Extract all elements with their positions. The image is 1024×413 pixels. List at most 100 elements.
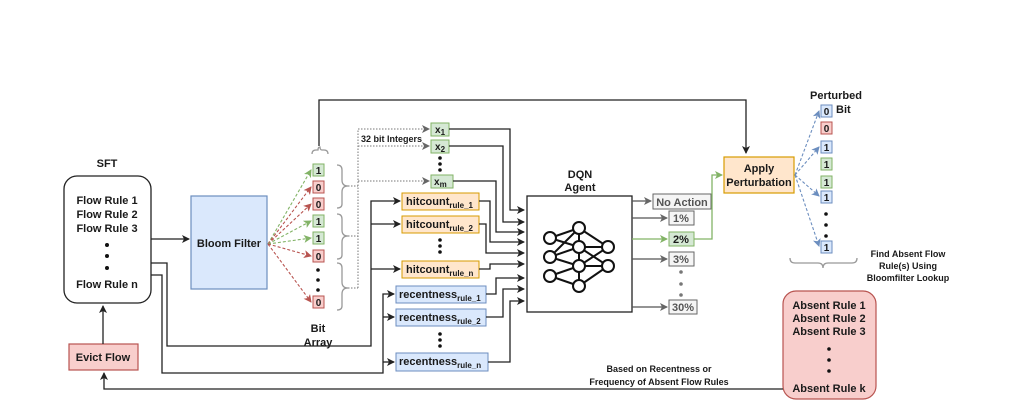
arrow-absent-to-evict <box>100 372 783 390</box>
action-3-percent: 3% <box>668 251 695 267</box>
hitcount-ellipsis <box>438 238 442 254</box>
bit-cell-5: 0 <box>312 249 325 263</box>
bloom-filter-box <box>190 195 268 290</box>
svg-text:1: 1 <box>316 217 322 228</box>
integer-x1: x1 <box>430 122 450 137</box>
hitcount-rule-1: hitcountrule_1 <box>401 192 480 211</box>
svg-text:0: 0 <box>316 183 322 194</box>
dqn-title-1: DQN <box>568 169 593 181</box>
hitcount-rule-n: hitcountrule_n <box>401 260 480 279</box>
bit-cell-6: 0 <box>312 295 325 309</box>
svg-text:1: 1 <box>316 166 322 177</box>
svg-text:1: 1 <box>824 193 830 204</box>
integer-x2: x2 <box>430 139 450 154</box>
perturbation-arrows <box>794 110 821 247</box>
svg-text:3%: 3% <box>673 254 689 266</box>
lookup-note-1: Find Absent Flow <box>871 249 947 259</box>
action-outputs <box>632 197 668 311</box>
integer-ellipsis <box>438 156 442 172</box>
integer-dotted-connectors <box>348 125 430 289</box>
recentness-rule-2: recentnessrule_2 <box>395 308 487 327</box>
arrow-action-to-perturbation <box>694 171 723 240</box>
perturbed-bit-cell-3: 1 <box>820 157 833 171</box>
perturbed-label-2: Bit <box>836 104 851 116</box>
apply-perturbation-box <box>723 156 795 194</box>
svg-text:hitcountrule_2: hitcountrule_2 <box>406 219 474 233</box>
absent-rule-2: Absent Rule 2 <box>792 313 865 325</box>
svg-text:1: 1 <box>824 178 830 189</box>
sft-title: SFT <box>97 158 118 170</box>
perturbed-label-1: Perturbed <box>810 90 862 102</box>
dqn-input-connectors <box>449 128 525 363</box>
svg-text:1: 1 <box>316 234 322 245</box>
lookup-note-2: Rule(s) Using <box>879 261 937 271</box>
bit-array: 1 0 0 1 1 0 0 <box>312 163 325 309</box>
svg-text:xm: xm <box>434 177 447 189</box>
absent-rule-1: Absent Rule 1 <box>792 300 865 312</box>
sft-rule-n: Flow Rule n <box>76 279 138 291</box>
svg-text:1: 1 <box>824 243 830 254</box>
perturbed-bit-array: 0 0 1 1 1 1 1 <box>820 104 833 254</box>
absent-rules-box <box>782 290 877 400</box>
bloom-filter-label: Bloom Filter <box>197 238 262 250</box>
perturbed-bit-cell-2: 1 <box>820 140 833 154</box>
svg-text:1: 1 <box>824 160 830 171</box>
sft-feature-connectors <box>151 197 401 374</box>
perturbed-bit-cell-6: 1 <box>820 240 833 254</box>
svg-text:hitcountrule_n: hitcountrule_n <box>406 264 474 278</box>
sft-rule-1: Flow Rule 1 <box>76 195 137 207</box>
sft-ellipsis <box>105 243 109 270</box>
svg-text:recentnessrule_2: recentnessrule_2 <box>399 312 481 326</box>
svg-text:1: 1 <box>824 143 830 154</box>
action-1-percent: 1% <box>668 210 695 226</box>
svg-text:0: 0 <box>824 124 830 135</box>
action-no-action: No Action <box>652 193 712 210</box>
arrow-bitarray-to-perturbation <box>318 99 750 154</box>
bit-array-label-1: Bit <box>311 323 326 335</box>
svg-text:recentnessrule_1: recentnessrule_1 <box>399 289 481 303</box>
absent-rule-k: Absent Rule k <box>792 383 866 395</box>
svg-text:0: 0 <box>316 252 322 263</box>
sft-rule-2: Flow Rule 2 <box>76 209 137 221</box>
recentness-ellipsis <box>438 332 442 348</box>
svg-text:1%: 1% <box>673 213 689 225</box>
perturbed-ellipsis <box>824 212 828 238</box>
svg-text:30%: 30% <box>672 302 694 314</box>
action-30-percent: 30% <box>668 299 698 315</box>
bit-cell-3: 1 <box>312 214 325 228</box>
absent-rule-3: Absent Rule 3 <box>792 326 865 338</box>
svg-text:0: 0 <box>316 298 322 309</box>
sft-rule-3: Flow Rule 3 <box>76 223 137 235</box>
bit-cell-0: 1 <box>312 163 325 177</box>
perturbed-bit-cell-4: 1 <box>820 175 833 189</box>
bit-cell-2: 0 <box>312 197 325 211</box>
action-2-percent-selected: 2% <box>668 231 695 247</box>
feedback-note-1: Based on Recentness or <box>606 364 712 374</box>
perturbed-bit-cell-5: 1 <box>820 190 833 204</box>
svg-text:2%: 2% <box>673 234 689 246</box>
perturbed-bottom-brace <box>789 257 858 269</box>
svg-text:x2: x2 <box>435 142 446 154</box>
svg-text:hitcountrule_1: hitcountrule_1 <box>406 196 474 210</box>
svg-text:recentnessrule_n: recentnessrule_n <box>399 356 481 370</box>
bit-cell-4: 1 <box>312 231 325 245</box>
bit-array-label-2: Array <box>304 337 334 349</box>
recentness-rule-n: recentnessrule_n <box>395 352 489 372</box>
apply-perturbation-label-1: Apply <box>744 163 775 175</box>
integers-label: 32 bit Integers <box>361 134 422 144</box>
perturbed-bit-cell-0: 0 <box>820 104 833 118</box>
perturbed-bit-cell-1: 0 <box>820 121 833 135</box>
svg-text:No Action: No Action <box>656 197 708 209</box>
hitcount-rule-2: hitcountrule_2 <box>401 215 480 234</box>
lookup-note-3: Bloomfilter Lookup <box>867 273 950 283</box>
recentness-rule-1: recentnessrule_1 <box>395 285 487 304</box>
svg-text:0: 0 <box>824 107 830 118</box>
svg-text:0: 0 <box>316 200 322 211</box>
evict-flow-label: Evict Flow <box>76 352 131 364</box>
dqn-title-2: Agent <box>564 182 596 194</box>
bit-array-ellipsis <box>316 268 320 292</box>
bit-array-top-brace <box>311 146 329 155</box>
apply-perturbation-label-2: Perturbation <box>726 177 792 189</box>
integer-xm: xm <box>430 174 454 189</box>
